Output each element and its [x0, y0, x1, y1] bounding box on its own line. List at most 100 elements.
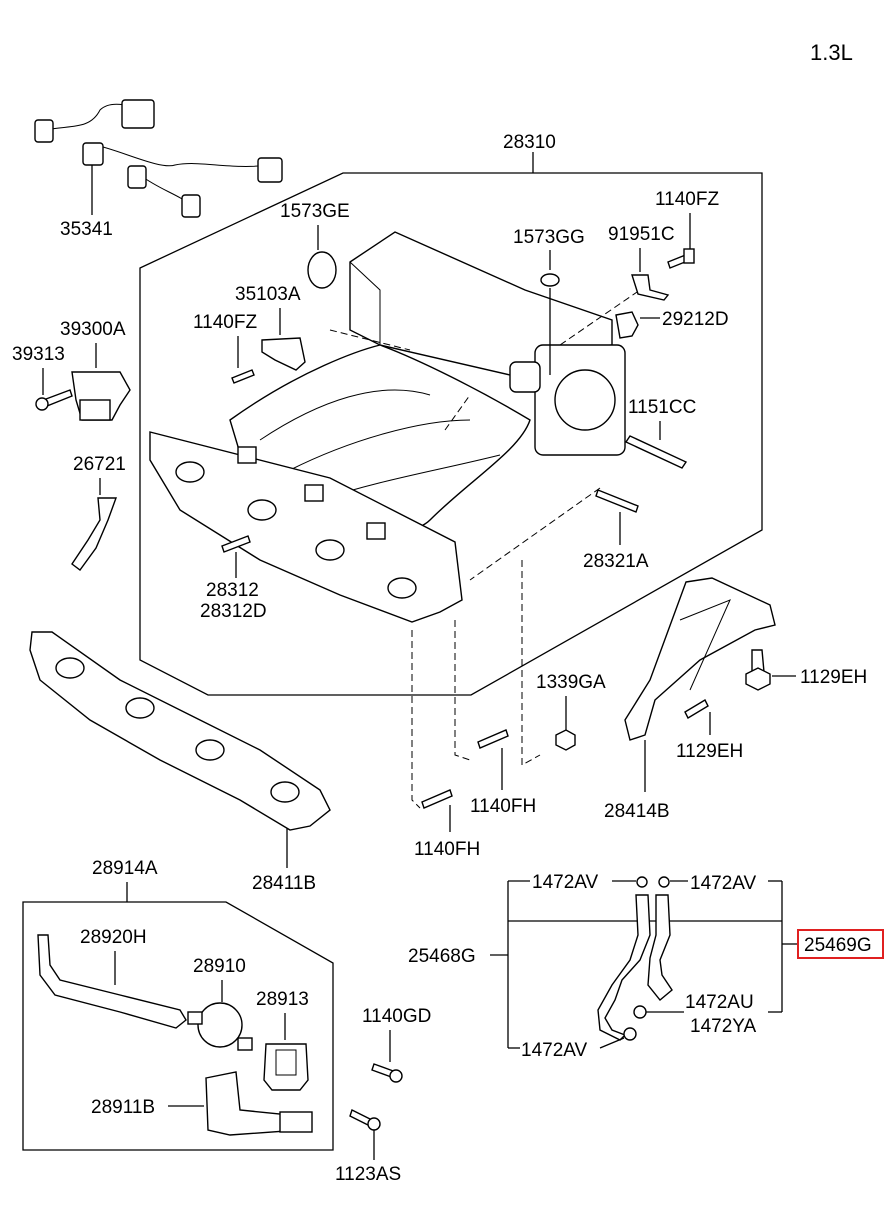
wiring-harness-group: 35341: [34, 99, 283, 240]
throttle-bore: [554, 369, 616, 431]
part-26721: 26721: [71, 454, 126, 571]
bracket-35103A[interactable]: [261, 337, 306, 371]
label-28312D[interactable]: 28312D: [200, 601, 267, 622]
label-1151CC[interactable]: 1151CC: [628, 397, 696, 418]
bracket-28414B-slot: [679, 599, 731, 691]
bolt-1129EH-a-head: [745, 667, 771, 691]
bolt-1140FZ-left[interactable]: [231, 369, 255, 384]
label-28914A[interactable]: 28914A: [92, 858, 158, 879]
injector-boss-1: [237, 446, 257, 464]
label-1140FZ-top[interactable]: 1140FZ: [655, 189, 719, 210]
label-1129EH-b[interactable]: 1129EH: [676, 741, 743, 762]
label-25469G[interactable]: 25469G: [804, 935, 872, 956]
sensor-39300A-body: [79, 399, 111, 421]
label-35103A[interactable]: 35103A: [235, 284, 301, 305]
connector-28911B: [279, 1111, 313, 1133]
gasket-port-4: [270, 781, 300, 803]
label-29212D[interactable]: 29212D: [662, 309, 729, 330]
bracket-91951C[interactable]: [631, 274, 670, 301]
label-1472AV-c[interactable]: 1472AV: [521, 1040, 588, 1061]
oring-1573GG[interactable]: [540, 273, 560, 287]
harness-connector-3[interactable]: [127, 165, 147, 189]
label-28310[interactable]: 28310: [503, 132, 556, 153]
gasket-port-1: [55, 657, 85, 679]
label-28920H[interactable]: 28920H: [80, 927, 147, 948]
fitting-29212D[interactable]: [615, 311, 639, 339]
gasket-28411B[interactable]: [29, 631, 331, 831]
hose-25469G[interactable]: [647, 894, 673, 1001]
label-1573GG[interactable]: 1573GG: [513, 227, 585, 248]
dash-91951C: [559, 289, 641, 346]
part-1140FZ-left: 1140FZ: [193, 312, 257, 384]
dash-1339GA: [521, 560, 541, 766]
label-1140GD[interactable]: 1140GD: [362, 1006, 431, 1027]
injector-boss-2: [304, 484, 324, 502]
bolt-1129EH-b[interactable]: [684, 699, 709, 719]
label-91951C[interactable]: 91951C: [608, 224, 675, 245]
label-28911B[interactable]: 28911B: [91, 1097, 155, 1118]
clamp-28913[interactable]: [263, 1043, 309, 1091]
bolt-28312[interactable]: [221, 535, 251, 553]
part-1151CC: 1151CC: [624, 397, 696, 469]
group-outline-28914A: [22, 901, 334, 1151]
label-1140FH-a[interactable]: 1140FH: [470, 796, 536, 817]
label-28411B[interactable]: 28411B: [252, 873, 316, 894]
hose-26721[interactable]: [71, 497, 117, 571]
dash-35103A: [329, 329, 411, 351]
label-1472AV-a[interactable]: 1472AV: [532, 872, 599, 893]
flange-port-1: [175, 461, 205, 483]
label-28321A[interactable]: 28321A: [583, 551, 649, 572]
label-28414B[interactable]: 28414B: [604, 801, 670, 822]
bolt-head-1140FZ-top: [683, 248, 695, 264]
hose-assembly-group: 1472AV 1472AV 25468G 25469G 1472AU 1472Y…: [408, 872, 884, 1061]
harness-connector-4[interactable]: [181, 194, 201, 218]
clamp-1472AV-b[interactable]: [658, 876, 670, 888]
stud-1151CC[interactable]: [624, 435, 688, 469]
label-1472AU[interactable]: 1472AU: [685, 992, 754, 1013]
label-1129EH-a[interactable]: 1129EH: [800, 667, 867, 688]
oring-1573GE[interactable]: [307, 251, 337, 289]
manifold-flange[interactable]: [149, 431, 463, 623]
label-1573GE[interactable]: 1573GE: [280, 201, 350, 222]
part-29212D: 29212D: [615, 309, 729, 339]
hose-28920H[interactable]: [37, 934, 187, 1029]
bracket-28414B[interactable]: [624, 577, 776, 741]
label-25468G[interactable]: 25468G: [408, 946, 476, 967]
harness-main-plug[interactable]: [257, 157, 283, 183]
label-28910[interactable]: 28910: [193, 956, 246, 977]
flange-port-2: [247, 499, 277, 521]
bolt-1140FH-b[interactable]: [421, 789, 453, 809]
clamp-1472AU[interactable]: [633, 1005, 647, 1019]
label-1140FZ-left[interactable]: 1140FZ: [193, 312, 257, 333]
dash-1140FH-b: [411, 630, 421, 809]
label-39300A[interactable]: 39300A: [60, 319, 126, 340]
bolt-28321A[interactable]: [595, 489, 639, 513]
dash-plenum: [444, 394, 471, 431]
label-1123AS[interactable]: 1123AS: [335, 1164, 401, 1185]
runner-1: [259, 389, 431, 441]
flange-port-3: [315, 539, 345, 561]
label-35341[interactable]: 35341: [60, 219, 113, 240]
label-28312[interactable]: 28312: [206, 580, 259, 601]
clamp-1472AV-c[interactable]: [623, 1027, 637, 1041]
harness-connector-2[interactable]: [82, 142, 104, 166]
part-28914A-group: 28914A 28920H 28910 28913 28911B: [22, 858, 334, 1151]
part-28321A: 28321A: [583, 489, 649, 572]
label-28913[interactable]: 28913: [256, 989, 309, 1010]
label-39313[interactable]: 39313: [12, 344, 65, 365]
plenum-edge-2: [349, 261, 381, 345]
label-1472AV-b[interactable]: 1472AV: [690, 873, 757, 894]
label-26721[interactable]: 26721: [73, 454, 126, 475]
bolt-1140FH-a[interactable]: [477, 729, 509, 749]
label-1339GA[interactable]: 1339GA: [536, 672, 606, 693]
hose-25468G[interactable]: [597, 894, 651, 1041]
valve-28910[interactable]: [197, 1002, 243, 1048]
valve-28910-inlet: [187, 1011, 203, 1025]
clamp-1472AV-a[interactable]: [636, 876, 648, 888]
harness-connector-5[interactable]: [121, 99, 155, 129]
harness-connector-1[interactable]: [34, 119, 54, 143]
label-1472YA[interactable]: 1472YA: [690, 1016, 757, 1037]
nut-1339GA[interactable]: [555, 729, 576, 751]
bolt-1123AS-head: [367, 1117, 381, 1131]
label-1140FH-b[interactable]: 1140FH: [414, 839, 480, 860]
